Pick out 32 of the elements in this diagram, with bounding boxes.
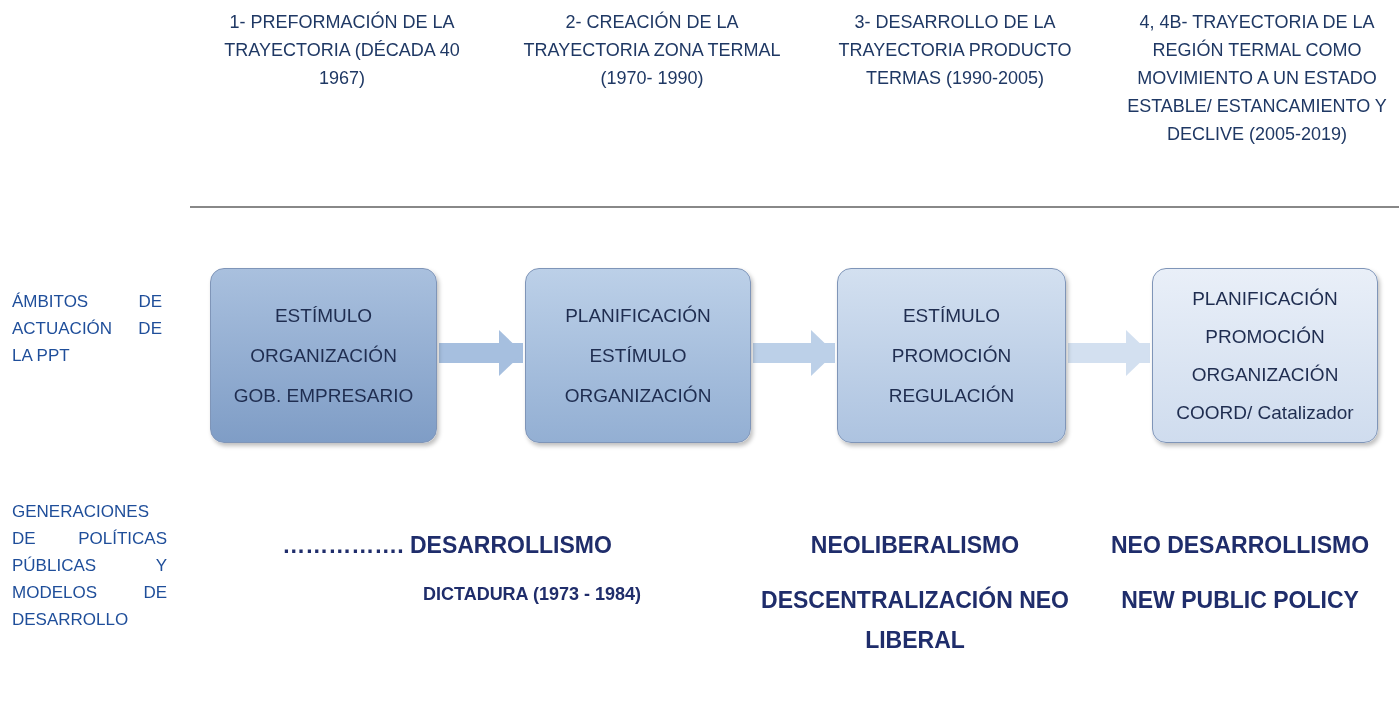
box-text: ESTÍMULO (274, 303, 373, 328)
box-text: ESTÍMULO (902, 303, 1001, 328)
process-box (525, 268, 751, 443)
arrow (1068, 330, 1150, 376)
row-heading: GENERACIONES DE POLÍTICAS PÚBLICAS Y MODELOS DE DESARROLLO (12, 501, 167, 631)
phase-heading: 3- DESARROLLO DE LA TRAYECTORIA PRODUCTO TERMAS (1990-2005) (837, 11, 1073, 90)
policy-text: NEOLIBERALISMO (809, 531, 1021, 560)
box-text: PLANIFICACIÓN (565, 303, 711, 328)
box-text: REGULACIÓN (888, 383, 1015, 408)
box-text: PLANIFICACIÓN (1192, 286, 1338, 311)
phase-heading: 2- CREACIÓN DE LA TRAYECTORIA ZONA TERMAL (1970- 1990) (522, 10, 782, 90)
box-text: ORGANIZACIÓN (564, 383, 712, 408)
box-text: PROMOCIÓN (1205, 324, 1325, 349)
box-text: ORGANIZACIÓN (1191, 362, 1339, 387)
policy-text: NEW PUBLIC POLICY (1120, 586, 1360, 615)
box-text: COORD/ Catalizador (1176, 400, 1354, 425)
arrow (753, 330, 835, 376)
policy-text: DICTADURA (1973 - 1984) (421, 583, 643, 606)
box-text: PROMOCIÓN (891, 343, 1012, 368)
policy-text: ……………. DESARROLLISMO (281, 531, 613, 560)
phase-heading: 4, 4B- TRAYECTORIA DE LA REGIÓN TERMAL COMO MOVIMIENTO A UN ESTADO ESTABLE/ ESTANCAMIENTO Y DECLIVE (2005-2019) (1126, 11, 1388, 146)
box-text: ESTÍMULO (589, 343, 687, 368)
process-box (837, 268, 1066, 443)
process-box (1152, 268, 1378, 443)
box-text: GOB. EMPRESARIO (233, 383, 414, 408)
policy-text: NEO DESARROLLISMO (1109, 531, 1371, 560)
arrow (439, 330, 523, 376)
process-box (210, 268, 437, 443)
box-text: ORGANIZACIÓN (250, 343, 397, 368)
row-heading: ÁMBITOS DE ACTUACIÓN DE LA PPT (12, 291, 162, 367)
phase-heading: 1- PREFORMACIÓN DE LA TRAYECTORIA (DÉCADA 40 1967) (223, 10, 461, 90)
policy-text: DESCENTRALIZACIÓN NEO LIBERAL (760, 585, 1070, 655)
